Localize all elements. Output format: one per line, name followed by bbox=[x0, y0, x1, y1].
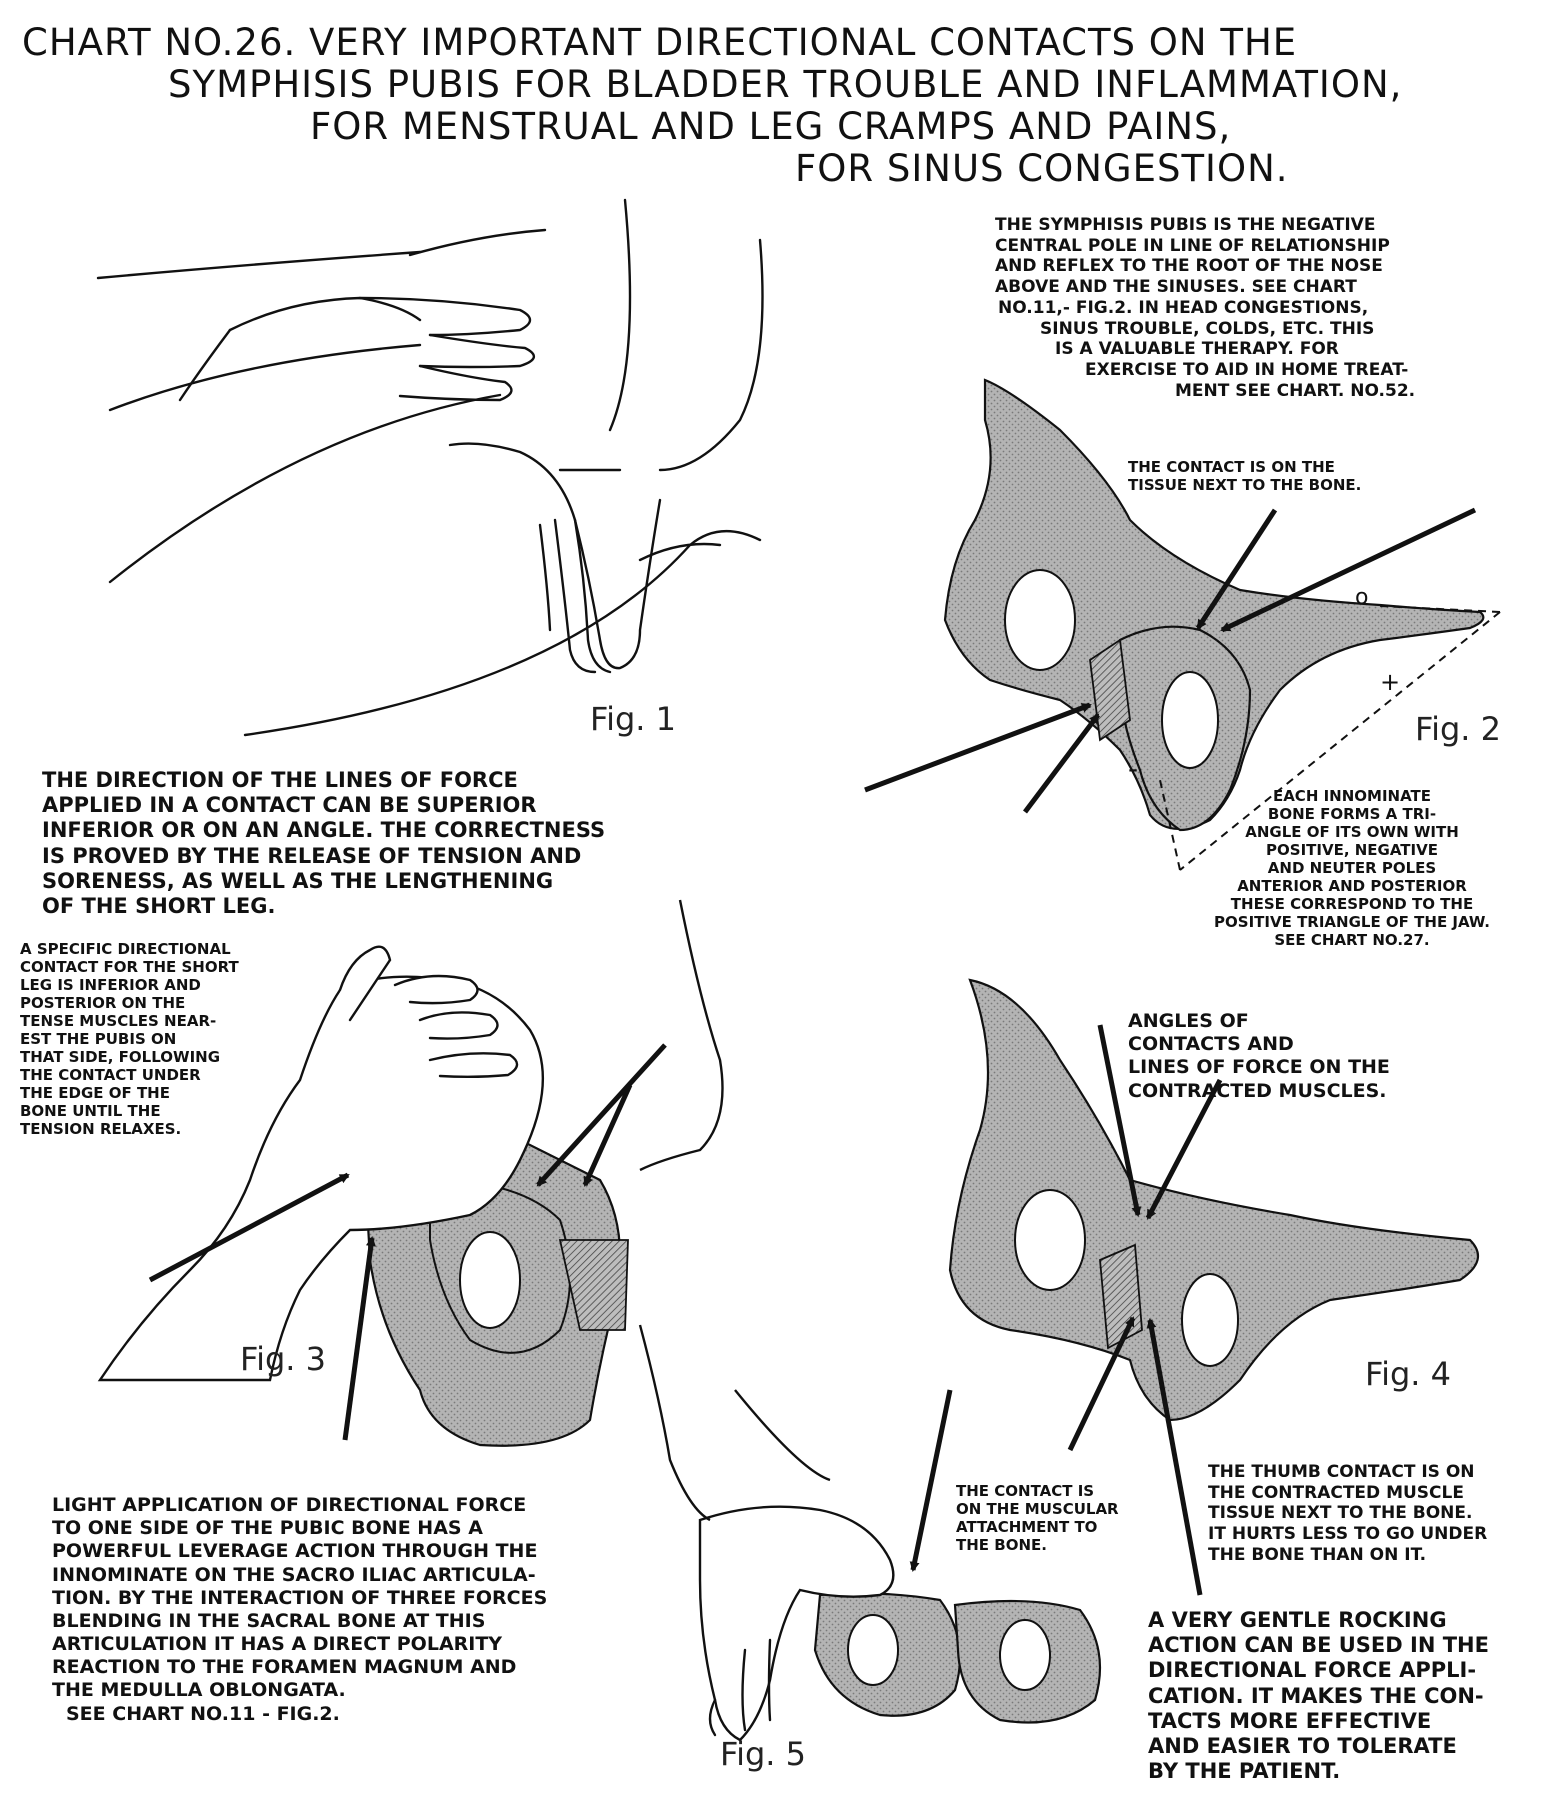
title-line-2: SYMPHISIS PUBIS FOR BLADDER TROUBLE AND … bbox=[168, 63, 1403, 106]
neuter-pole-mark: o bbox=[1355, 585, 1368, 610]
caption-line: EST THE PUBIS ON bbox=[20, 1030, 177, 1048]
caption-line: LINES OF FORCE ON THE bbox=[1128, 1056, 1390, 1079]
title-line-1: CHART NO.26. VERY IMPORTANT DIRECTIONAL … bbox=[22, 21, 1298, 64]
caption-line: NO.11,- FIG.2. IN HEAD CONGESTIONS, bbox=[998, 297, 1369, 318]
caption-line: POWERFUL LEVERAGE ACTION THROUGH THE bbox=[52, 1540, 538, 1563]
direction-caption: THE DIRECTION OF THE LINES OF FORCE APPL… bbox=[42, 768, 605, 919]
fig4-pelvis-drawing bbox=[948, 978, 1480, 1596]
caption-line: REACTION TO THE FORAMEN MAGNUM AND bbox=[52, 1656, 517, 1679]
caption-line: THE MEDULLA OBLONGATA. bbox=[52, 1679, 346, 1702]
caption-line: INNOMINATE ON THE SACRO ILIAC ARTICULA- bbox=[52, 1563, 536, 1586]
fig3-label: Fig. 3 bbox=[240, 1340, 326, 1378]
caption-line: EXERCISE TO AID IN HOME TREAT- bbox=[1085, 360, 1409, 381]
caption-line: APPLIED IN A CONTACT CAN BE SUPERIOR bbox=[42, 793, 537, 818]
caption-line: LEG IS INFERIOR AND bbox=[20, 976, 201, 994]
caption-line: SEE CHART NO.27. bbox=[1274, 931, 1430, 949]
title-line-3: FOR MENSTRUAL AND LEG CRAMPS AND PAINS, bbox=[310, 105, 1232, 148]
specific-caption: A SPECIFIC DIRECTIONAL CONTACT FOR THE S… bbox=[20, 940, 239, 1138]
caption-line: A SPECIFIC DIRECTIONAL bbox=[20, 940, 231, 958]
caption-line: ABOVE AND THE SINUSES. SEE CHART bbox=[995, 277, 1357, 298]
negative-pole-mark: - bbox=[1128, 752, 1138, 785]
caption-line: ACTION CAN BE USED IN THE bbox=[1148, 1633, 1489, 1658]
caption-line: ANGLE OF ITS OWN WITH bbox=[1245, 823, 1459, 841]
caption-line: BY THE PATIENT. bbox=[1148, 1759, 1341, 1784]
caption-line: INFERIOR OR ON AN ANGLE. THE CORRECTNESS bbox=[42, 818, 606, 843]
innominate-caption: EACH INNOMINATE BONE FORMS A TRI- ANGLE … bbox=[1192, 787, 1512, 949]
caption-line: EACH INNOMINATE bbox=[1272, 787, 1432, 805]
fig5-hand-pubis-drawing bbox=[638, 1324, 1102, 1742]
caption-line: CONTACT FOR THE SHORT bbox=[20, 958, 239, 976]
fig5-label: Fig. 5 bbox=[720, 1735, 806, 1773]
caption-line: ANGLES OF bbox=[1128, 1010, 1249, 1032]
caption-line: THE SYMPHISIS PUBIS IS THE NEGATIVE bbox=[995, 215, 1376, 235]
caption-line: IS A VALUABLE THERAPY. FOR bbox=[1055, 339, 1339, 360]
caption-line: SORENESS, AS WELL AS THE LENGTHENING bbox=[42, 868, 554, 893]
rocking-action-caption: A VERY GENTLE ROCKING ACTION CAN BE USED… bbox=[1148, 1608, 1489, 1784]
caption-line: CENTRAL POLE IN LINE OF RELATIONSHIP bbox=[995, 235, 1390, 256]
caption-line: OF THE SHORT LEG. bbox=[42, 893, 276, 918]
caption-line: MENT SEE CHART. NO.52. bbox=[1175, 380, 1416, 401]
fig2-label: Fig. 2 bbox=[1415, 710, 1501, 748]
caption-line: ATTACHMENT TO bbox=[956, 1518, 1098, 1536]
caption-line: THESE CORRESPOND TO THE bbox=[1230, 895, 1474, 913]
caption-line: SINUS TROUBLE, COLDS, ETC. THIS bbox=[1040, 318, 1375, 339]
contact-tissue-caption: THE CONTACT IS ON THE TISSUE NEXT TO THE… bbox=[1128, 458, 1361, 494]
caption-line: ANTERIOR AND POSTERIOR bbox=[1237, 877, 1467, 895]
title-line-4: FOR SINUS CONGESTION. bbox=[795, 147, 1289, 190]
muscular-attachment-caption: THE CONTACT IS ON THE MUSCULAR ATTACHMEN… bbox=[956, 1482, 1119, 1554]
caption-line: TISSUE NEXT TO THE BONE. bbox=[1128, 476, 1362, 494]
caption-line: CATION. IT MAKES THE CON- bbox=[1148, 1683, 1484, 1708]
caption-line: TION. BY THE INTERACTION OF THREE FORCES bbox=[52, 1586, 548, 1609]
angles-caption: ANGLES OF CONTACTS AND LINES OF FORCE ON… bbox=[1128, 1010, 1390, 1103]
fig4-label: Fig. 4 bbox=[1365, 1355, 1451, 1393]
caption-line: THE THUMB CONTACT IS ON bbox=[1208, 1462, 1475, 1482]
caption-line: THE BONE. bbox=[956, 1536, 1047, 1554]
caption-line: BONE FORMS A TRI- bbox=[1267, 805, 1437, 823]
caption-line: POSTERIOR ON THE bbox=[20, 994, 186, 1012]
caption-line: THE CONTRACTED MUSCLE bbox=[1208, 1482, 1464, 1503]
caption-line: THE CONTACT IS ON THE bbox=[1128, 458, 1335, 476]
caption-line: CONTRACTED MUSCLES. bbox=[1128, 1079, 1387, 1102]
symphisis-caption: THE SYMPHISIS PUBIS IS THE NEGATIVE CENT… bbox=[995, 215, 1415, 402]
caption-line: THE CONTACT IS bbox=[956, 1482, 1095, 1500]
caption-line: TO ONE SIDE OF THE PUBIC BONE HAS A bbox=[52, 1517, 483, 1540]
caption-line: CONTACTS AND bbox=[1128, 1033, 1294, 1056]
caption-line: THE BONE THAN ON IT. bbox=[1208, 1544, 1427, 1565]
caption-line: ARTICULATION IT HAS A DIRECT POLARITY bbox=[52, 1633, 503, 1656]
fig3-hand-pelvis-drawing bbox=[97, 899, 724, 1447]
positive-pole-mark: + bbox=[1380, 668, 1400, 696]
caption-line: POSITIVE, NEGATIVE bbox=[1266, 841, 1438, 859]
light-application-caption: LIGHT APPLICATION OF DIRECTIONAL FORCE T… bbox=[52, 1494, 547, 1726]
fig2-pelvis-drawing: o + - bbox=[864, 378, 1501, 871]
caption-line: POSITIVE TRIANGLE OF THE JAW. bbox=[1214, 913, 1490, 931]
caption-line: A VERY GENTLE ROCKING bbox=[1148, 1608, 1447, 1632]
fig1-hands-drawing bbox=[96, 198, 764, 737]
caption-line: IS PROVED BY THE RELEASE OF TENSION AND bbox=[42, 843, 582, 868]
caption-line: AND NEUTER POLES bbox=[1267, 859, 1437, 877]
caption-line: BONE UNTIL THE bbox=[20, 1102, 161, 1120]
caption-line: LIGHT APPLICATION OF DIRECTIONAL FORCE bbox=[52, 1494, 527, 1516]
caption-line: TISSUE NEXT TO THE BONE. bbox=[1208, 1503, 1473, 1524]
thumb-contact-caption: THE THUMB CONTACT IS ON THE CONTRACTED M… bbox=[1208, 1462, 1487, 1566]
caption-line: TACTS MORE EFFECTIVE bbox=[1148, 1708, 1432, 1733]
caption-line: THE DIRECTION OF THE LINES OF FORCE bbox=[42, 768, 518, 792]
caption-line: THE EDGE OF THE bbox=[20, 1084, 170, 1102]
caption-line: ON THE MUSCULAR bbox=[956, 1500, 1119, 1518]
caption-line: TENSE MUSCLES NEAR- bbox=[20, 1012, 217, 1030]
caption-line: TENSION RELAXES. bbox=[20, 1120, 182, 1138]
caption-line: AND EASIER TO TOLERATE bbox=[1148, 1733, 1457, 1758]
caption-line: THAT SIDE, FOLLOWING bbox=[20, 1048, 221, 1066]
caption-line: IT HURTS LESS TO GO UNDER bbox=[1208, 1524, 1488, 1545]
caption-line: AND REFLEX TO THE ROOT OF THE NOSE bbox=[995, 256, 1383, 277]
caption-line: THE CONTACT UNDER bbox=[20, 1066, 201, 1084]
fig1-label: Fig. 1 bbox=[590, 700, 676, 738]
caption-line: DIRECTIONAL FORCE APPLI- bbox=[1148, 1658, 1477, 1683]
caption-line: SEE CHART NO.11 - FIG.2. bbox=[66, 1702, 340, 1725]
caption-line: BLENDING IN THE SACRAL BONE AT THIS bbox=[52, 1609, 486, 1632]
